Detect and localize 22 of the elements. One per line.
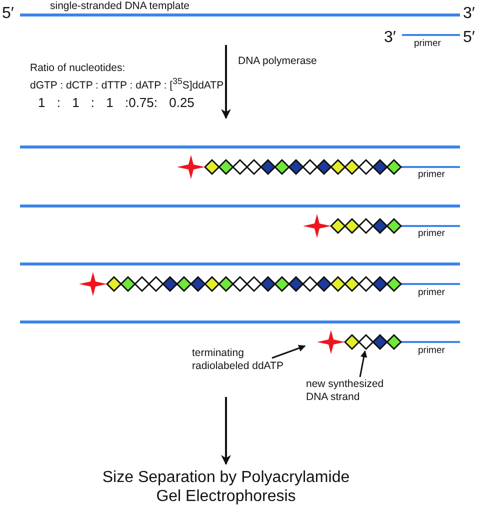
nucleotide-formula: dGTP : dCTP : dTTP : dATP : [$^{35}$S]ddATP [30, 76, 224, 93]
strand-end-label: 5′ [2, 4, 14, 24]
primer-label: primer [418, 228, 445, 240]
enzyme-label: DNA polymerase [238, 55, 317, 68]
primer-label: primer [418, 169, 445, 181]
strand-label: single-stranded DNA template [50, 0, 190, 14]
callout-text: terminating radiolabeled ddATP [192, 347, 292, 374]
radiolabel-star-icon [317, 330, 345, 354]
result-text: Size Separation by Polyacrylamide Gel Electrophoresis [90, 468, 362, 505]
strand-end-label: 3′ [384, 28, 396, 48]
strand-end-label: 5′ [463, 28, 475, 48]
ratio-values: 1 : 1 : 1 :0.75: 0.25 [38, 95, 194, 112]
primer-label: primer [418, 287, 445, 299]
ratio-heading: Ratio of nucleotides: [30, 62, 126, 76]
strand-end-label: 3′ [463, 4, 475, 24]
arrow [221, 397, 231, 465]
callout-text: new synthesized DNA strand [306, 378, 396, 404]
leader-arrow [359, 350, 368, 378]
primer-label: primer [418, 345, 445, 357]
leader-arrow [272, 344, 306, 359]
nucleotide-chain-drawing [344, 334, 402, 350]
primer-label: primer [414, 38, 441, 50]
